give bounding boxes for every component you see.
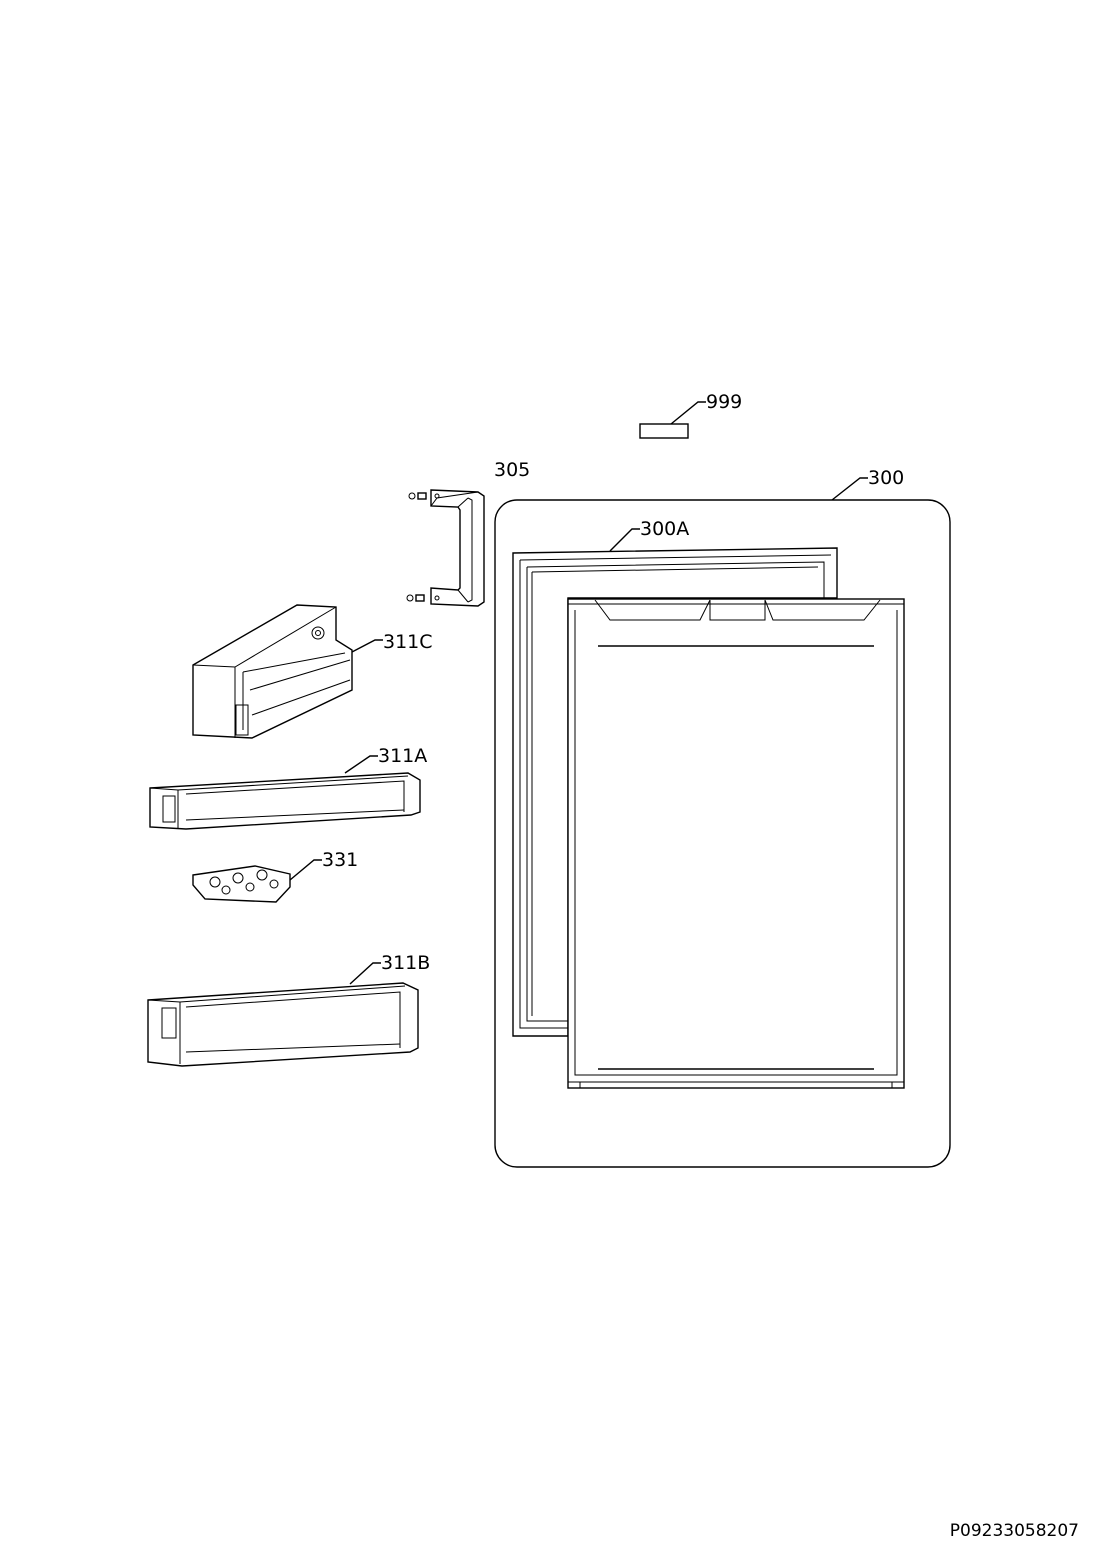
- door-panel-icon[interactable]: [567, 598, 905, 1089]
- door-shelf-311C-icon[interactable]: [192, 604, 353, 739]
- callout-311B: 311B: [381, 952, 430, 974]
- callout-999: 999: [706, 391, 742, 413]
- callout-300A: 300A: [640, 518, 689, 540]
- egg-tray-icon[interactable]: [192, 865, 291, 903]
- callout-311C: 311C: [383, 631, 433, 653]
- door-assembly-boundary: [494, 499, 951, 1168]
- door-shelf-311A-icon[interactable]: [149, 772, 421, 830]
- leader-311C: [351, 639, 383, 653]
- callout-311A: 311A: [378, 745, 427, 767]
- leader-300A: [609, 528, 640, 552]
- leader-331: [289, 859, 322, 881]
- drawing-code: P09233058207: [950, 1521, 1079, 1541]
- callout-305: 305: [494, 459, 530, 481]
- leader-999: [670, 401, 706, 425]
- leader-311A: [344, 755, 378, 774]
- rating-label-icon[interactable]: [639, 423, 689, 439]
- door-shelf-311B-icon[interactable]: [147, 982, 419, 1067]
- leader-311B: [349, 962, 381, 985]
- door-handle-icon[interactable]: [406, 489, 485, 607]
- door-gasket-icon[interactable]: [512, 547, 838, 1037]
- callout-331: 331: [322, 849, 358, 871]
- leader-300: [831, 477, 868, 501]
- callout-300: 300: [868, 467, 904, 489]
